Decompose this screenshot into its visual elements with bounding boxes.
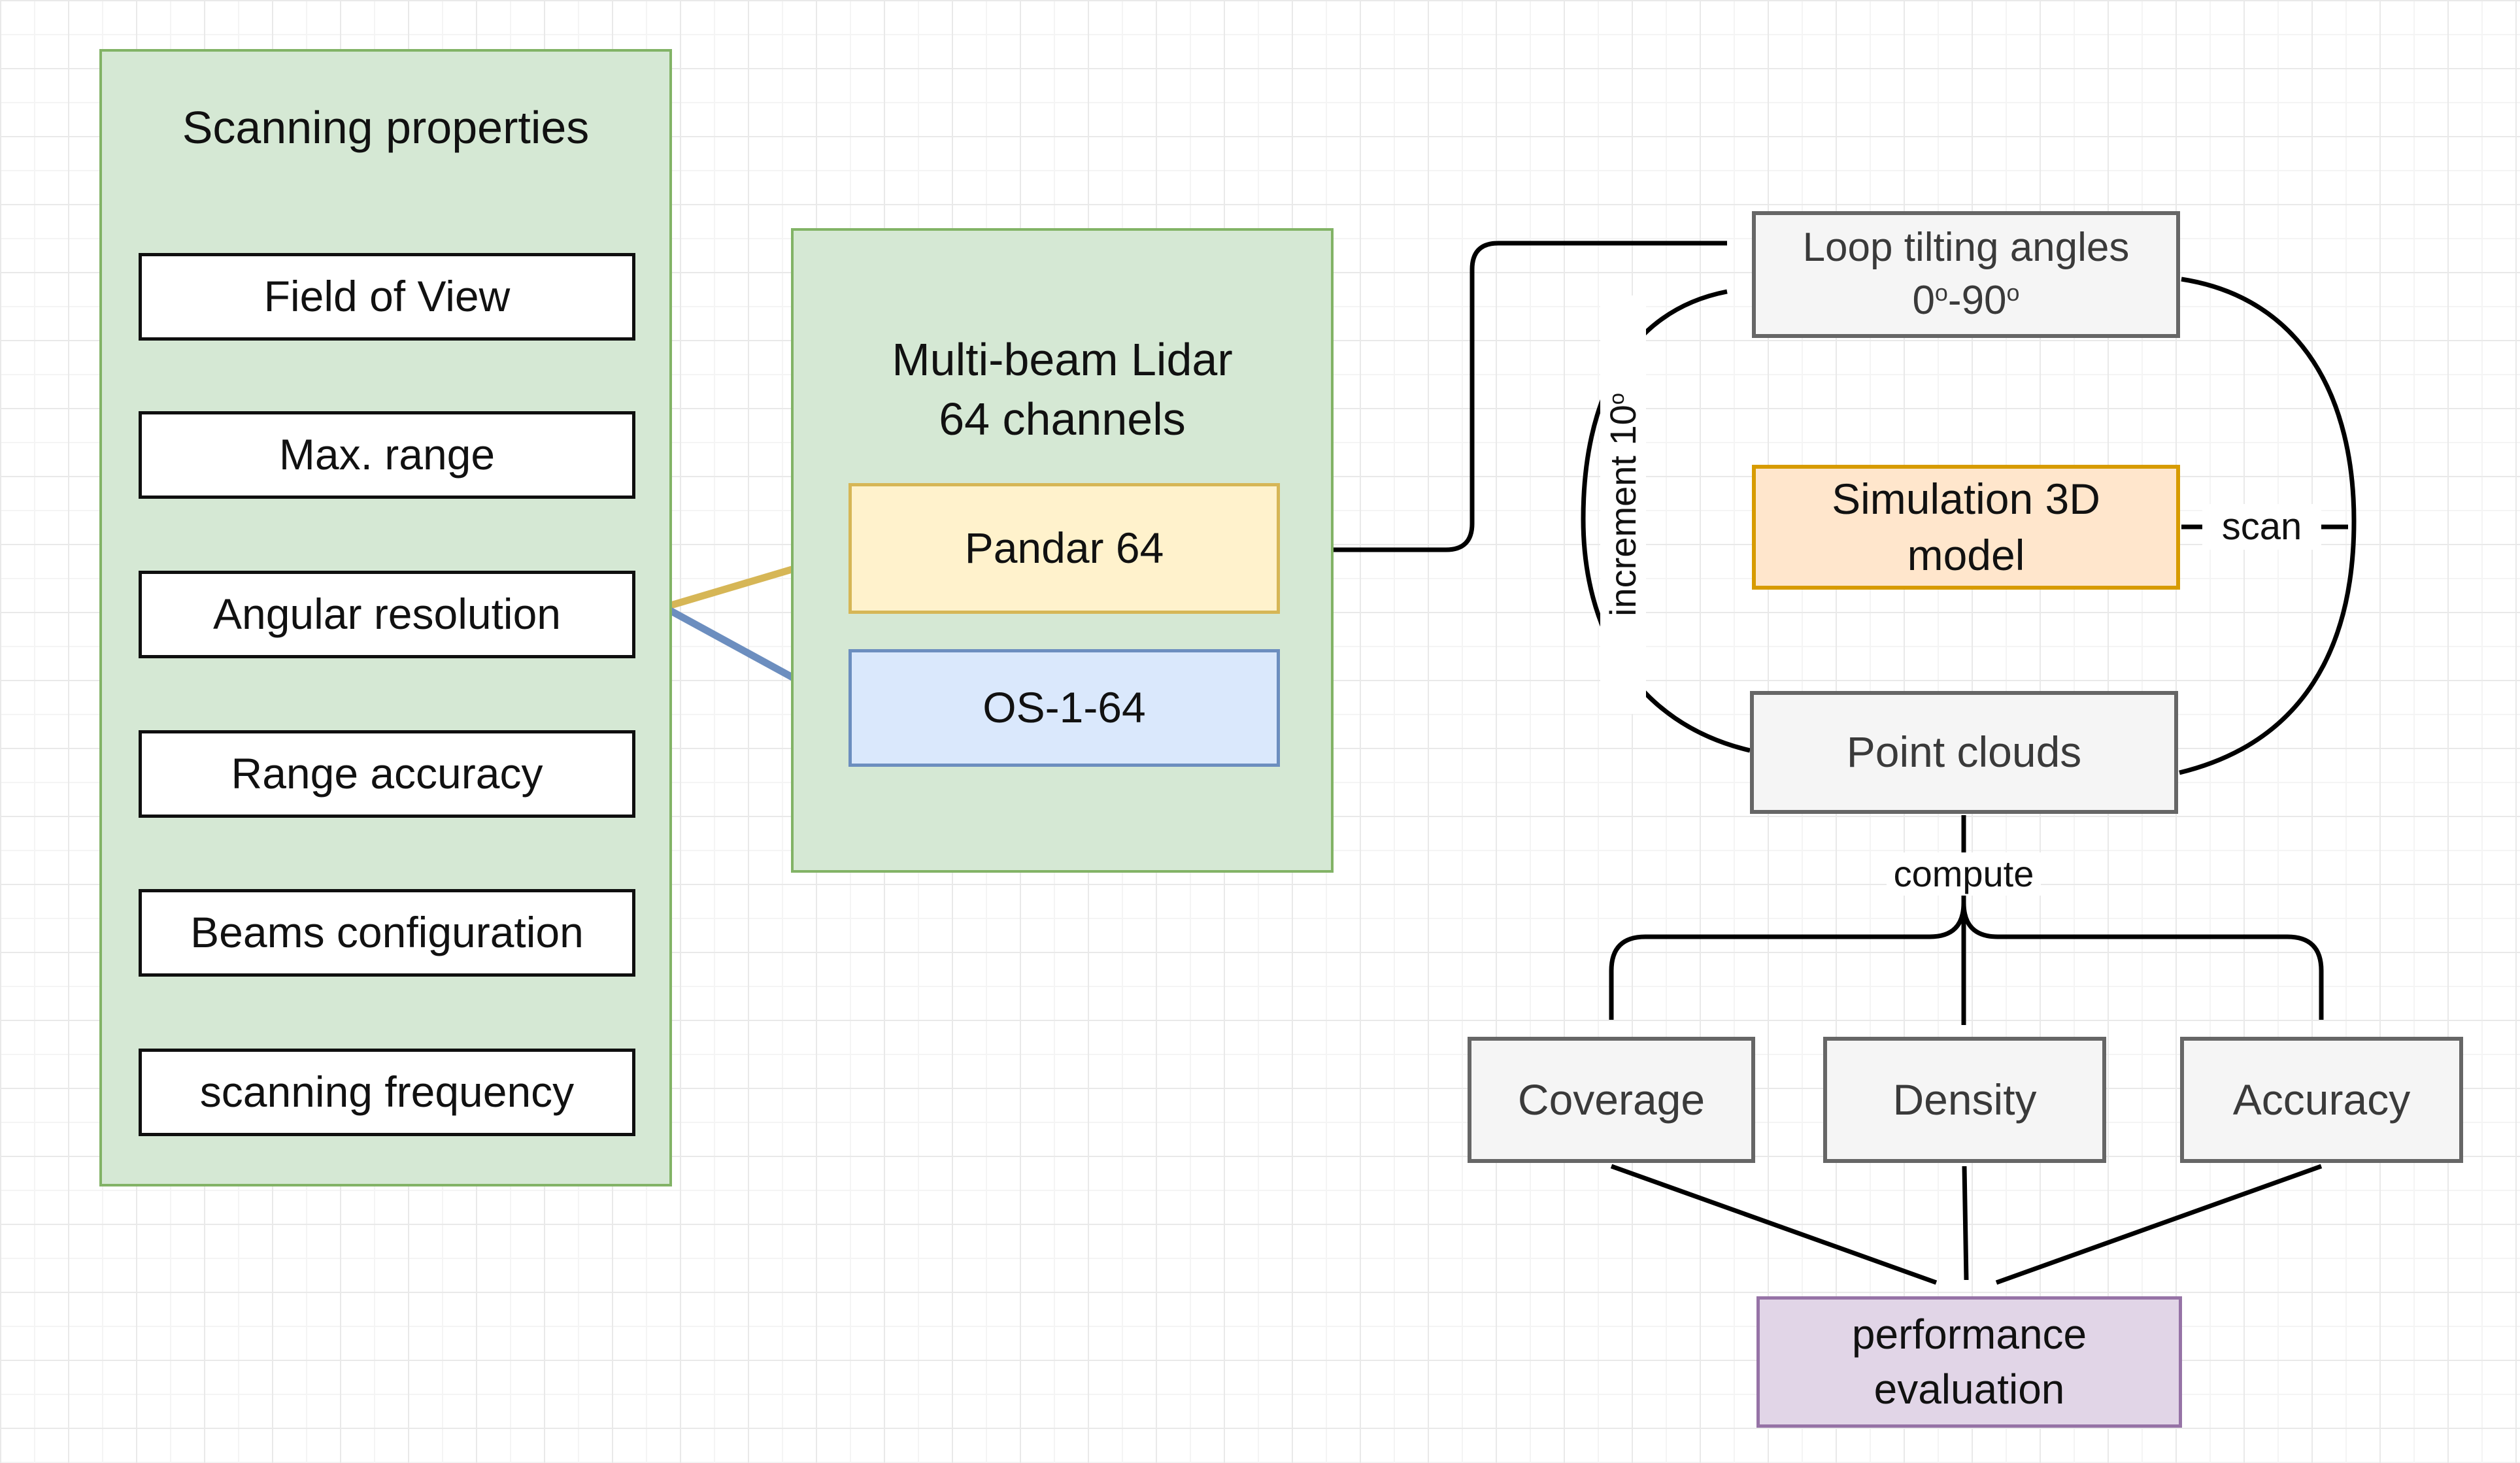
metric-label: Coverage bbox=[1517, 1075, 1705, 1124]
metric-label: Density bbox=[1892, 1075, 2037, 1124]
degree-sup: o bbox=[1934, 279, 1948, 307]
degree-sup: o bbox=[2006, 279, 2020, 307]
property-label: Max. range bbox=[278, 430, 496, 479]
edge-increment-arc bbox=[1581, 289, 1751, 753]
edge-pandar-to-loop bbox=[1280, 241, 1727, 552]
loop-line1: Loop tilting angles bbox=[1802, 225, 2130, 271]
property-box-scanning-frequency: scanning frequency bbox=[139, 1049, 635, 1136]
sensor-box-os-1-64: OS-1-64 bbox=[848, 649, 1280, 767]
metric-box-accuracy: Accuracy bbox=[2180, 1037, 2463, 1163]
lidar-title-line1: Multi-beam Lidar bbox=[892, 334, 1233, 385]
loop-tilting-angles-box: Loop tilting angles 0o-90o bbox=[1752, 211, 2180, 338]
property-label: Range accuracy bbox=[231, 749, 543, 798]
edge-label-scan: scan bbox=[2202, 504, 2321, 550]
sensor-label: OS-1-64 bbox=[983, 683, 1146, 732]
property-label: Angular resolution bbox=[213, 590, 561, 639]
increment-label-text: increment 10o bbox=[1602, 393, 1644, 616]
performance-line2: evaluation bbox=[1873, 1365, 2065, 1413]
lidar-title-line2: 64 channels bbox=[939, 394, 1186, 445]
edge-density-to-performance bbox=[1962, 1166, 1969, 1281]
metric-box-coverage: Coverage bbox=[1468, 1037, 1755, 1163]
scanning-properties-title: Scanning properties bbox=[182, 102, 590, 153]
edge-scan-arc bbox=[2179, 277, 2357, 775]
property-label: Beams configuration bbox=[190, 908, 584, 957]
property-label: scanning frequency bbox=[199, 1068, 575, 1117]
metric-box-density: Density bbox=[1823, 1037, 2106, 1163]
simulation-3d-model-box: Simulation 3D model bbox=[1752, 465, 2180, 590]
simulation-line1: Simulation 3D bbox=[1832, 474, 2100, 523]
point-clouds-label: Point clouds bbox=[1846, 728, 2082, 777]
simulation-line2: model bbox=[1907, 530, 2025, 579]
performance-evaluation-box: performance evaluation bbox=[1756, 1296, 2182, 1428]
edge-accuracy-to-performance bbox=[1995, 1164, 2323, 1285]
property-box-range-accuracy: Range accuracy bbox=[139, 730, 635, 818]
lidar-panel-title: Multi-beam Lidar 64 channels bbox=[791, 330, 1334, 449]
property-label: Field of View bbox=[263, 272, 511, 321]
performance-line1: performance bbox=[1851, 1311, 2087, 1358]
property-box-field-of-view: Field of View bbox=[139, 253, 635, 341]
sensor-label: Pandar 64 bbox=[964, 524, 1164, 573]
property-box-angular-resolution: Angular resolution bbox=[139, 571, 635, 658]
edge-label-increment: increment 10o bbox=[1600, 295, 1646, 714]
edge-branch-to-coverage bbox=[1609, 902, 1966, 1020]
edge-label-compute: compute bbox=[1887, 852, 2041, 896]
point-clouds-box: Point clouds bbox=[1750, 691, 2178, 814]
edge-coverage-to-performance bbox=[1610, 1164, 1938, 1285]
edge-branch-to-accuracy bbox=[1961, 902, 2324, 1020]
property-box-beams-configuration: Beams configuration bbox=[139, 889, 635, 977]
compute-label-text: compute bbox=[1893, 853, 2034, 895]
sensor-box-pandar64: Pandar 64 bbox=[848, 483, 1280, 614]
property-box-max-range: Max. range bbox=[139, 411, 635, 499]
degree-sup: o bbox=[1605, 393, 1629, 405]
metric-label: Accuracy bbox=[2232, 1075, 2411, 1124]
scan-label-text: scan bbox=[2221, 505, 2302, 548]
loop-range: 0o-90o bbox=[1912, 278, 2020, 323]
